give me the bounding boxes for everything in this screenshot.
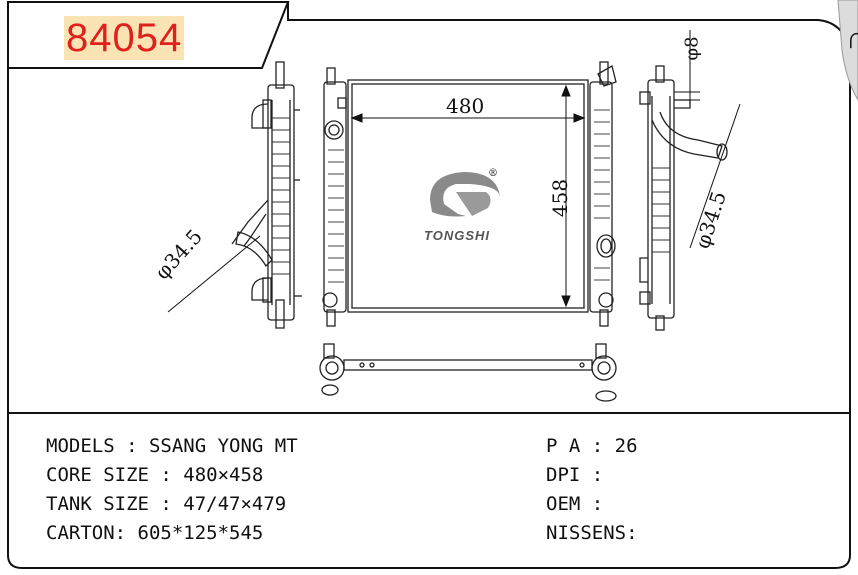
spec-models: MODELS : SSANG YONG MT bbox=[46, 435, 298, 457]
left-diameter-leader bbox=[167, 235, 261, 313]
right-diameter-leader bbox=[689, 103, 741, 249]
front-tank-fins bbox=[328, 109, 610, 283]
right-tank-fins bbox=[652, 167, 670, 253]
height-dimension-line bbox=[561, 84, 571, 308]
spec-oem: OEM : bbox=[546, 493, 604, 515]
spec-dpi: DPI : bbox=[546, 464, 604, 486]
core-width-label: 480 bbox=[446, 94, 485, 118]
spec-tank-size: TANK SIZE : 47/47×479 bbox=[46, 493, 287, 515]
spec-carton: CARTON: 605*125*545 bbox=[46, 522, 264, 544]
spec-core-size: CORE SIZE : 480×458 bbox=[46, 464, 264, 486]
core-height-label: 458 bbox=[548, 178, 572, 218]
small-pipe-label: φ8 bbox=[681, 36, 703, 61]
width-dimension-line bbox=[350, 113, 586, 123]
corner-glyph: ∩ bbox=[846, 22, 858, 55]
registered-mark: ® bbox=[488, 168, 498, 179]
front-view bbox=[322, 61, 617, 327]
spec-nissens: NISSENS: bbox=[546, 522, 638, 544]
outer-border bbox=[7, 1, 851, 569]
right-side-view bbox=[639, 65, 728, 331]
left-tank-fins bbox=[272, 117, 290, 275]
small-pipe-dimension bbox=[674, 30, 700, 104]
left-side-view bbox=[231, 61, 302, 329]
part-number: 84054 bbox=[64, 16, 185, 60]
brand-name: TONGSHI bbox=[424, 228, 490, 243]
bottom-view bbox=[319, 343, 617, 402]
tongshi-logo bbox=[430, 172, 500, 217]
spec-pa: P A : 26 bbox=[546, 435, 638, 457]
